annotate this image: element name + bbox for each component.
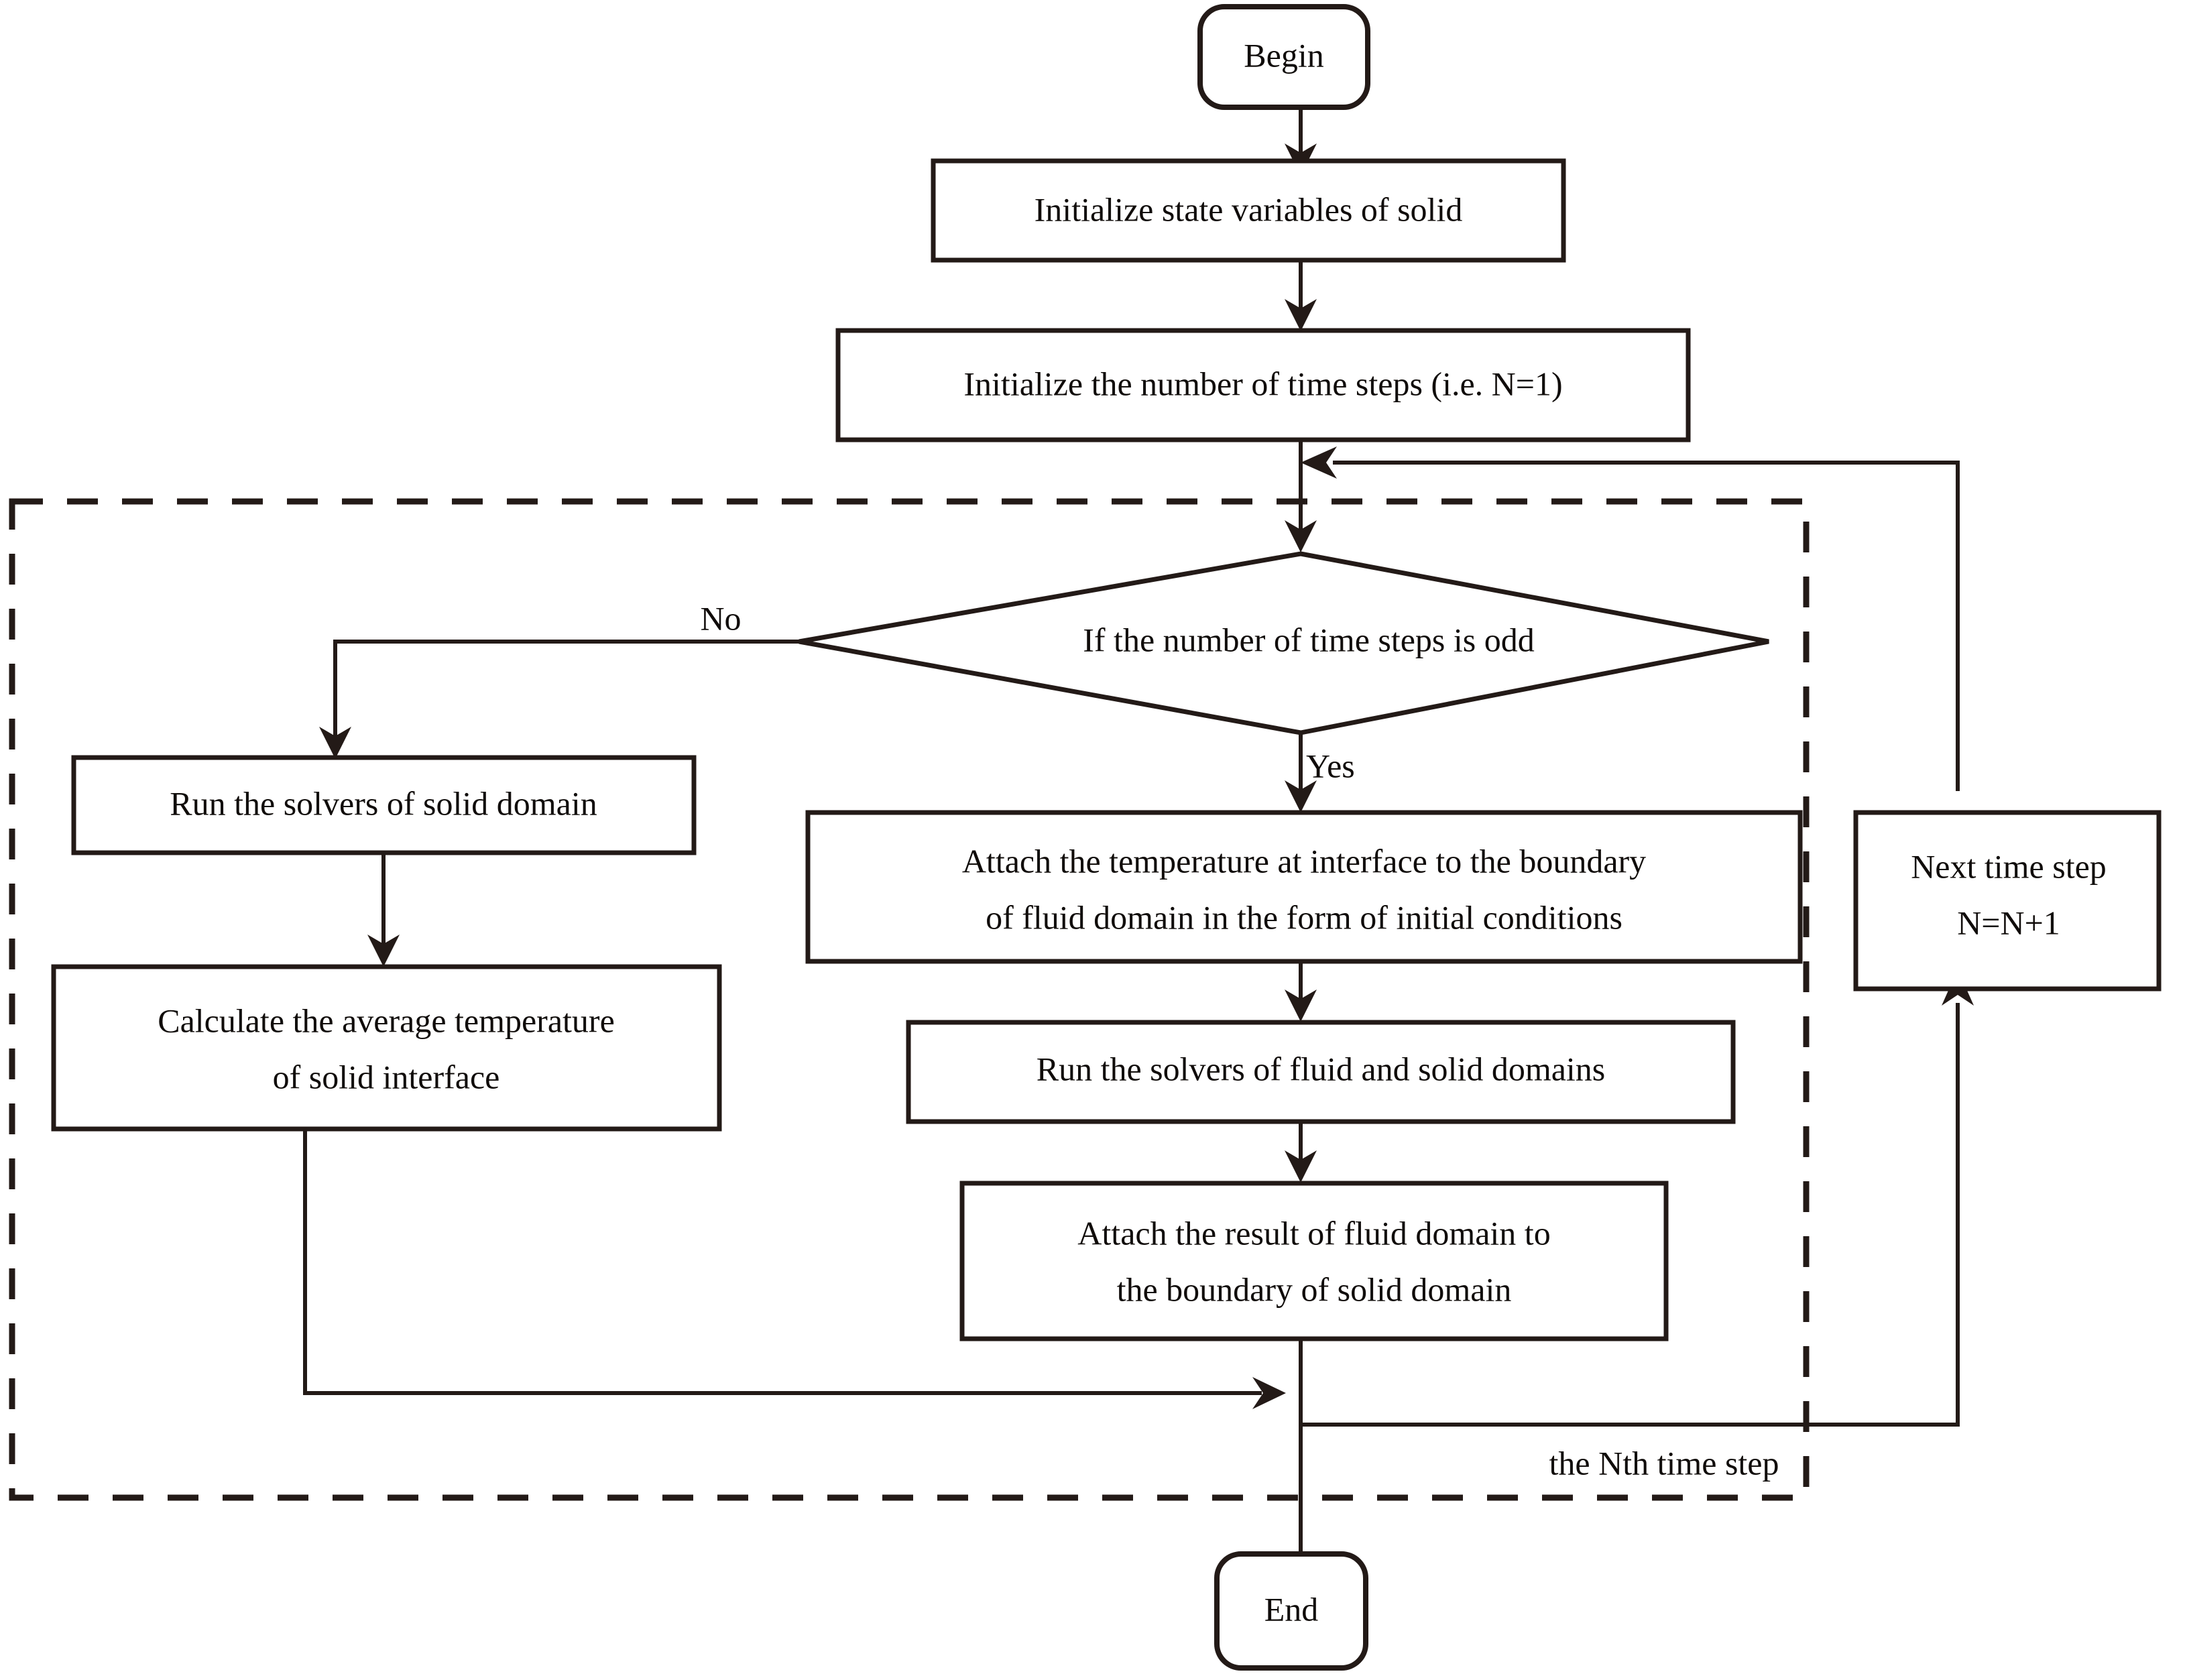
node-end[interactable] bbox=[1214, 1551, 1368, 1671]
connector-init-steps-to-decision bbox=[1285, 440, 1317, 552]
connector-attach-result-to-end bbox=[1285, 1337, 1317, 1586]
node-attach-temp-line1: Attach the temperature at interface to t… bbox=[962, 842, 1646, 880]
node-decision-label: If the number of time steps is odd bbox=[1083, 621, 1535, 658]
node-run-fluid-solid[interactable] bbox=[906, 1020, 1736, 1124]
connector-calc-avg-to-merge bbox=[303, 1128, 1286, 1409]
node-attach-result[interactable] bbox=[959, 1181, 1669, 1341]
connector-attach-temp-to-run-fluid bbox=[1285, 960, 1317, 1022]
connector-decision-no bbox=[319, 640, 799, 759]
node-begin[interactable] bbox=[1197, 4, 1370, 110]
connector-run-solid-to-calc-avg bbox=[367, 851, 400, 967]
node-run-solid[interactable] bbox=[71, 755, 697, 855]
node-begin-label: Begin bbox=[1244, 36, 1323, 74]
node-run-solid-label: Run the solvers of solid domain bbox=[170, 784, 597, 822]
node-attach-temp-line2: of fluid domain in the form of initial c… bbox=[986, 898, 1622, 936]
connector-run-fluid-to-attach-result bbox=[1285, 1121, 1317, 1183]
node-attach-result-line2: the boundary of solid domain bbox=[1117, 1270, 1512, 1308]
node-init-steps-label: Initialize the number of time steps (i.e… bbox=[963, 365, 1562, 402]
node-attach-temp[interactable] bbox=[805, 810, 1803, 964]
connector-init-state-to-init-steps bbox=[1285, 258, 1317, 331]
node-init-state-label: Initialize state variables of solid bbox=[1035, 190, 1463, 228]
connector-decision-yes bbox=[1285, 734, 1317, 813]
node-end-label: End bbox=[1264, 1590, 1319, 1628]
edge-label-yes: Yes bbox=[1306, 747, 1355, 784]
node-next-time-step[interactable] bbox=[1853, 810, 2162, 992]
dashed-group-box bbox=[9, 498, 1810, 1501]
edge-label-no: No bbox=[700, 599, 741, 637]
node-attach-result-line1: Attach the result of fluid domain to bbox=[1077, 1214, 1550, 1252]
connector-next-step-to-decision-inlet bbox=[1301, 446, 1960, 791]
node-decision[interactable] bbox=[799, 551, 1769, 735]
node-init-steps[interactable] bbox=[835, 328, 1691, 442]
node-calc-avg[interactable] bbox=[51, 964, 722, 1132]
node-init-state[interactable] bbox=[931, 158, 1566, 263]
edge-label-loop-back: the Nth time step bbox=[1549, 1444, 1779, 1482]
node-calc-avg-line1: Calculate the average temperature bbox=[158, 1002, 615, 1039]
node-next-time-step-line1: Next time step bbox=[1911, 847, 2107, 885]
node-run-fluid-solid-label: Run the solvers of fluid and solid domai… bbox=[1037, 1050, 1606, 1087]
node-calc-avg-line2: of solid interface bbox=[273, 1058, 500, 1095]
node-next-time-step-line2: N=N+1 bbox=[1957, 904, 2060, 941]
